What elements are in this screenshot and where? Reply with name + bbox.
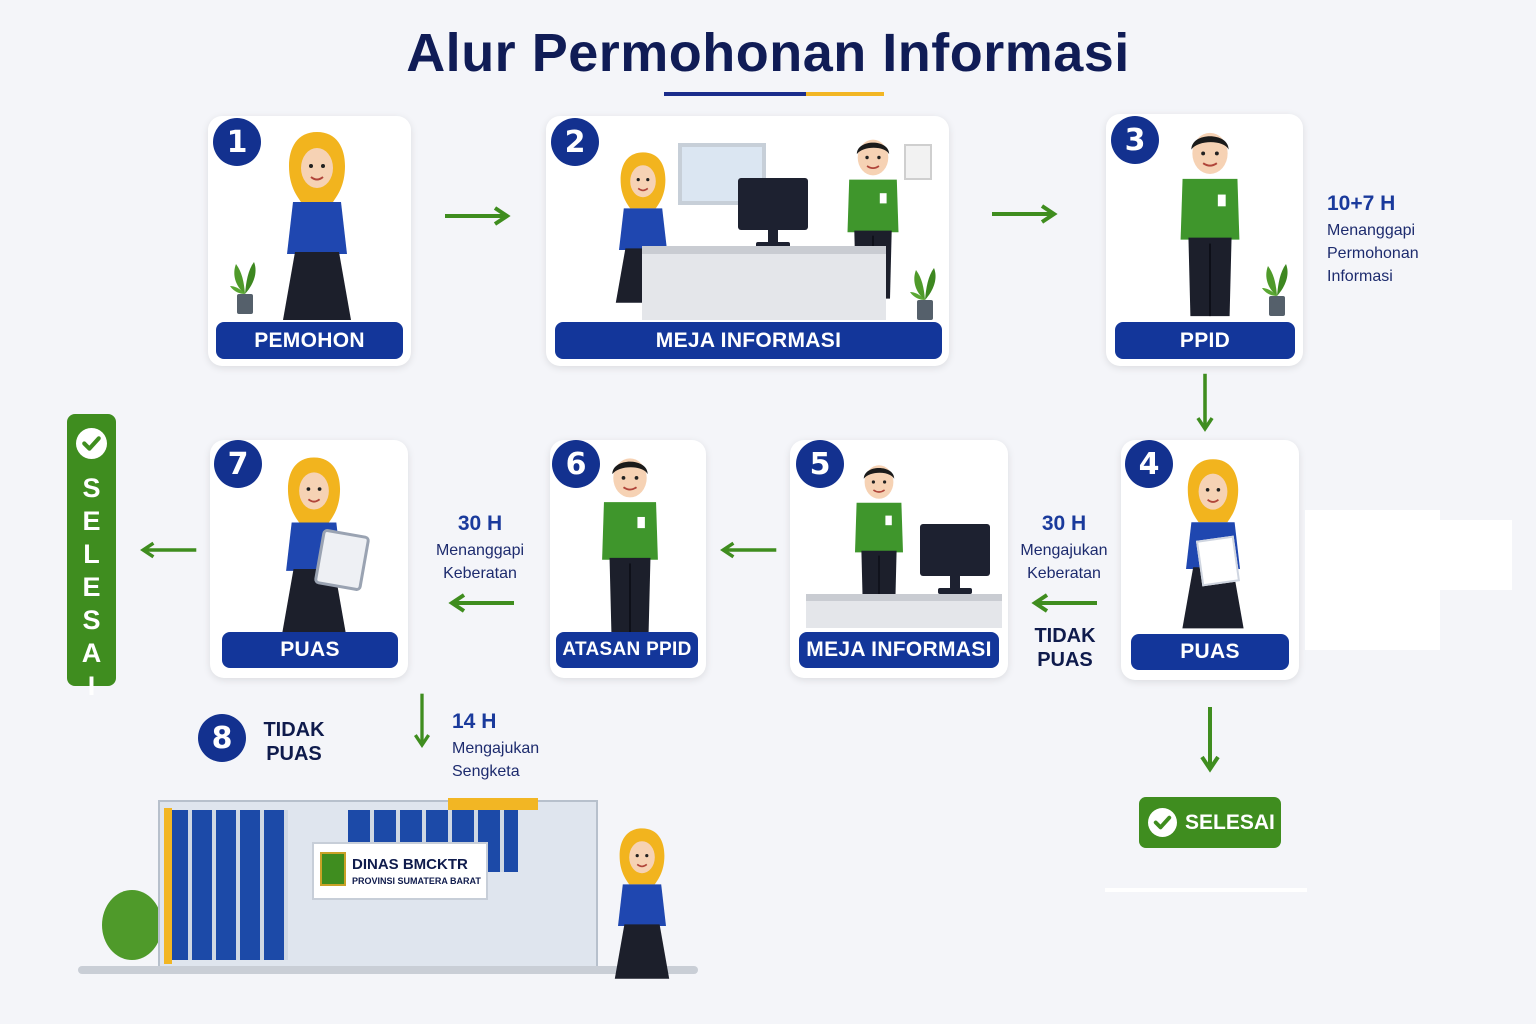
selesai-badge: SELESAI <box>1139 797 1281 848</box>
check-icon <box>1148 808 1177 837</box>
arrow-down-icon <box>412 692 432 750</box>
selesai-vertical-text: SELESAI <box>81 473 102 701</box>
step-label: PUAS <box>1131 634 1289 670</box>
step-number: 3 <box>1111 116 1159 164</box>
tanggapan-note: 30 H Menanggapi Keberatan <box>428 512 532 585</box>
woman-folder-illustration <box>602 822 682 982</box>
step-card-ppid: 3 PPID <box>1106 114 1303 366</box>
desk <box>642 246 886 320</box>
ground <box>78 966 698 974</box>
building-province: PROVINSI SUMATERA BARAT <box>352 876 481 886</box>
tanggapan-days: 30 H <box>457 512 503 535</box>
building-windows-left <box>168 810 288 960</box>
arrow-down-icon <box>1195 372 1215 434</box>
step-card-meja-informasi-2: 5 MEJA INFORMASI <box>790 440 1008 678</box>
pemohon-woman-illustration <box>262 124 372 324</box>
selesai-vertical-badge: SELESAI <box>67 414 116 701</box>
title-underline <box>664 92 884 96</box>
step-card-puas-2: 7 PUAS <box>210 440 408 678</box>
tree <box>102 890 162 960</box>
arrow-down-icon <box>1200 694 1220 786</box>
step-8-label: TIDAK PUAS <box>263 719 325 765</box>
ppid-days: 10+7 H <box>1327 192 1396 215</box>
blank-panel <box>1305 510 1440 650</box>
step-label: PEMOHON <box>216 322 403 359</box>
arrow-left-icon <box>1028 593 1100 613</box>
step-number: 7 <box>214 440 262 488</box>
step-number: 5 <box>796 440 844 488</box>
step-number: 2 <box>551 118 599 166</box>
step-number: 6 <box>552 440 600 488</box>
sengketa-days: 14 H <box>452 710 497 733</box>
tanggapan-note-text: Menanggapi Keberatan <box>435 542 525 582</box>
notice-board <box>904 144 932 180</box>
step-number: 8 <box>198 714 246 762</box>
step-label: MEJA INFORMASI <box>555 322 942 359</box>
step-card-pemohon: 1 PEMOHON <box>208 116 411 366</box>
window <box>678 143 766 205</box>
ppid-response-note: 10+7 H Menanggapi Permohonan Informasi <box>1327 192 1467 288</box>
ppid-note-text: Menanggapi Permohonan Informasi <box>1327 222 1419 285</box>
keberatan-days: 30 H <box>1041 512 1087 535</box>
plant-icon <box>1262 258 1292 318</box>
document <box>1195 535 1241 587</box>
step-label: ATASAN PPID <box>556 632 698 668</box>
arrow-left-icon <box>718 540 778 560</box>
plant-icon <box>230 256 260 316</box>
arrow-right-icon <box>990 204 1060 224</box>
ppid-officer-illustration <box>1160 124 1260 320</box>
keberatan-note-text: Mengajukan Keberatan <box>1020 542 1108 582</box>
building-name: DINAS BMCKTR <box>352 856 468 873</box>
emblem-icon <box>320 852 346 886</box>
atasan-officer-illustration <box>580 450 680 636</box>
arrow-right-icon <box>443 206 513 226</box>
step-card-puas: 4 PUAS <box>1121 440 1299 680</box>
selesai-badge-label: SELESAI <box>1185 811 1275 834</box>
monitor-icon <box>734 174 814 254</box>
desk <box>806 594 1002 628</box>
step-card-atasan-ppid: 6 ATASAN PPID <box>550 440 706 678</box>
page-title: Alur Permohonan Informasi <box>406 23 1130 83</box>
sengketa-note: 14 H Mengajukan Sengketa <box>452 710 572 783</box>
tidak-puas-status: TIDAK PUAS <box>1034 625 1096 671</box>
check-icon <box>76 428 107 459</box>
step-card-meja-informasi: 2 MEJA INFORMASI <box>546 116 949 366</box>
tablet <box>313 528 371 592</box>
sengketa-note-text: Mengajukan Sengketa <box>452 740 540 780</box>
office-building-illustration: DINAS BMCKTR PROVINSI SUMATERA BARAT <box>78 770 698 980</box>
blank-panel <box>1438 520 1512 590</box>
step-label: MEJA INFORMASI <box>799 632 999 668</box>
monitor-icon <box>916 520 996 600</box>
building-accent <box>448 798 538 810</box>
building-sign: DINAS BMCKTR PROVINSI SUMATERA BARAT <box>312 842 488 900</box>
step-number: 4 <box>1125 440 1173 488</box>
blank-line <box>1105 888 1307 892</box>
step-label: PPID <box>1115 322 1295 359</box>
step-number: 1 <box>213 118 261 166</box>
step-label: PUAS <box>222 632 398 668</box>
building-accent <box>164 808 172 964</box>
selesai-vertical-label: SELESAI <box>67 472 116 703</box>
arrow-left-icon <box>440 593 522 613</box>
plant-icon <box>910 262 940 322</box>
keberatan-note: 30 H Mengajukan Keberatan <box>1012 512 1116 585</box>
arrow-left-icon <box>138 540 198 560</box>
